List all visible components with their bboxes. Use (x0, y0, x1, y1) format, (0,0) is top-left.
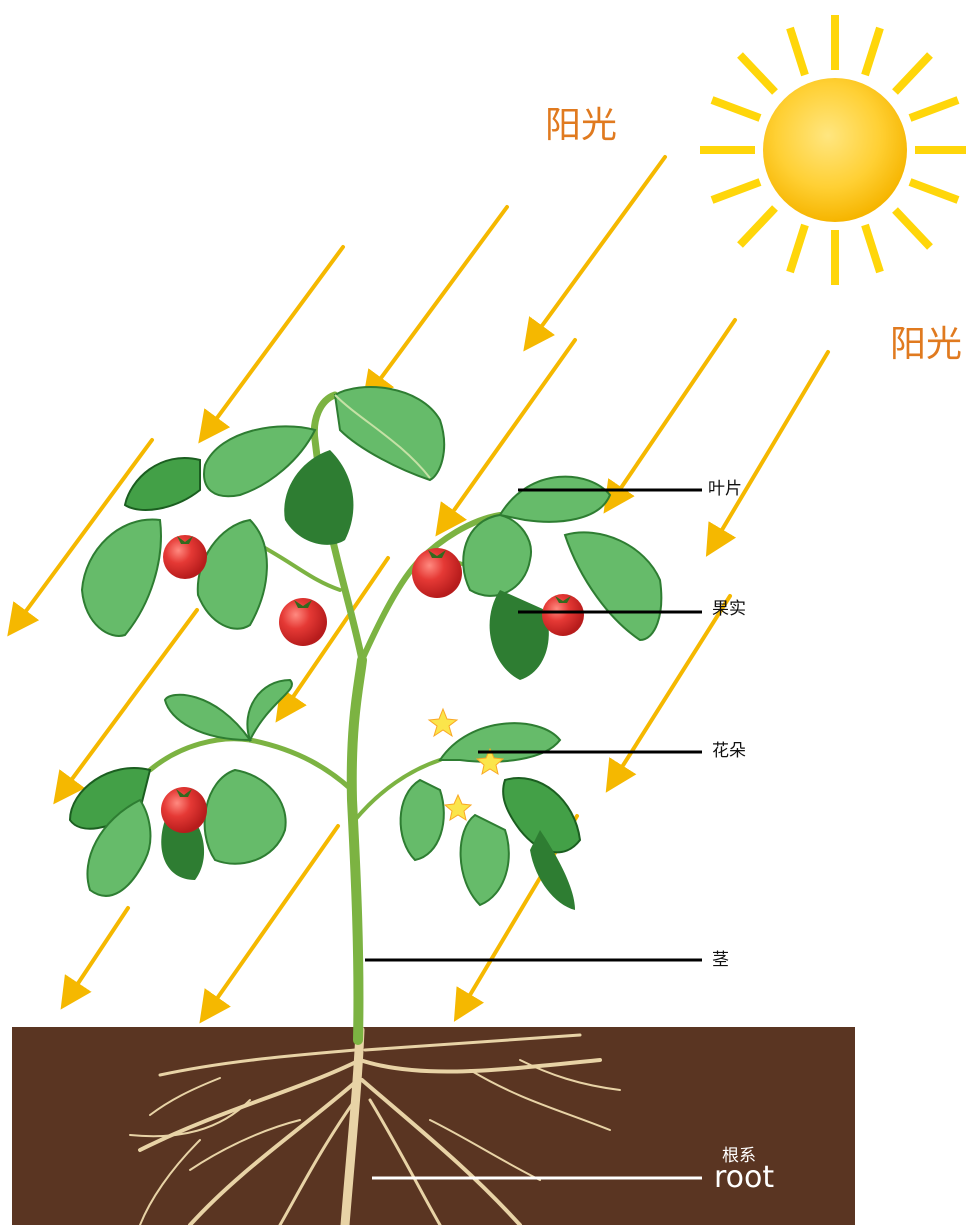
sunlight-arrow-icon (710, 352, 828, 550)
leaf-icon (284, 450, 353, 545)
tomato-fruit-icon (279, 598, 327, 646)
leaf-icon (205, 770, 286, 864)
leaf-icon (82, 520, 161, 636)
flower-icon (445, 795, 471, 820)
leaf-icon (401, 780, 444, 860)
sunlight-label-right: 阳光 (890, 327, 962, 363)
tomato-fruit-icon (161, 787, 207, 833)
sun-icon (700, 15, 966, 285)
leaf-icon (500, 477, 610, 522)
sunlight-label-top: 阳光 (545, 108, 617, 144)
tomato-fruit-icon (163, 535, 207, 579)
tomato-fruit-icon (542, 594, 584, 636)
leaf-label: 叶片 (708, 481, 742, 498)
leaf-icon (335, 387, 444, 480)
leaf-icon (461, 815, 509, 905)
sunlight-arrow-icon (528, 157, 665, 345)
soil (12, 1027, 855, 1225)
sunlight-arrow-icon (65, 908, 128, 1003)
leaf-icon (165, 680, 292, 740)
root-label-en: root (714, 1160, 774, 1195)
fruit-label: 果实 (712, 601, 746, 618)
flower-icon (429, 709, 457, 736)
leaf-icon (440, 723, 560, 762)
leaf-icon (198, 520, 267, 629)
leaf-icon (490, 590, 549, 680)
sunlight-arrow-icon (367, 207, 507, 397)
leaf-icon (125, 458, 200, 510)
leaf-icon (463, 515, 531, 596)
stem-label: 茎 (712, 952, 729, 969)
flower-label: 花朵 (712, 743, 746, 760)
tomato-fruit-icon (412, 548, 462, 598)
